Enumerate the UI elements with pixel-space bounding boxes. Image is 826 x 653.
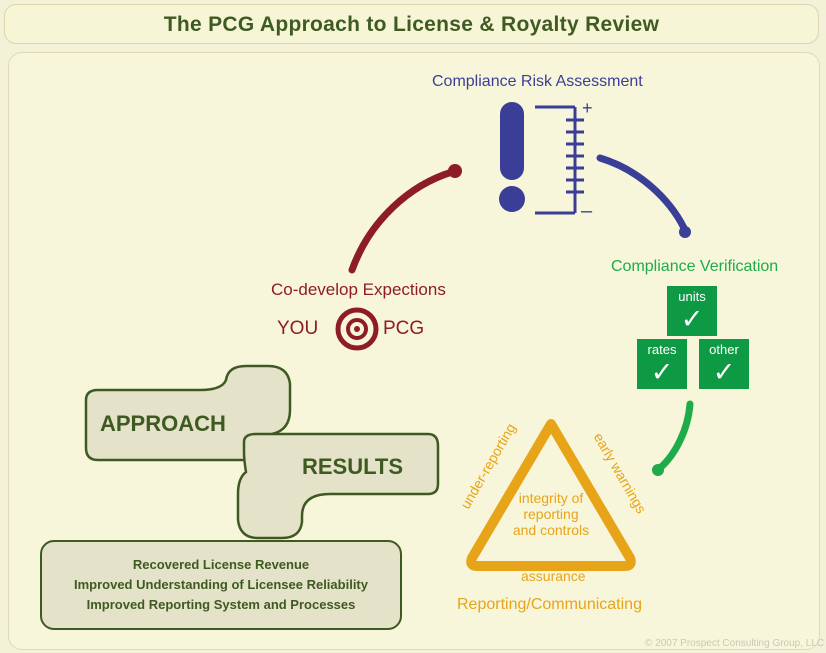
rates-box: rates ✓ bbox=[637, 339, 687, 389]
result-item: Improved Reporting System and Processes bbox=[86, 597, 356, 612]
codevelop-label: Co-develop Expections bbox=[271, 280, 446, 299]
pcg-label: PCG bbox=[383, 318, 425, 339]
diagram-title: The PCG Approach to License & Royalty Re… bbox=[163, 13, 660, 36]
units-check-icon: ✓ bbox=[680, 304, 704, 335]
risk-minus-sign: – bbox=[581, 200, 593, 222]
reporting-communicating-label: Reporting/Communicating bbox=[457, 596, 642, 613]
units-label: units bbox=[678, 289, 706, 304]
other-label: other bbox=[709, 342, 739, 357]
units-box: units ✓ bbox=[667, 286, 717, 336]
exclamation-bar bbox=[500, 102, 524, 180]
copyright-notice: © 2007 Prospect Consulting Group, LLC bbox=[645, 638, 825, 649]
verification-arrow bbox=[656, 400, 694, 472]
codevelop-arrow bbox=[348, 168, 456, 274]
risk-assessment-label: Compliance Risk Assessment bbox=[432, 73, 643, 90]
result-item: Improved Understanding of Licensee Relia… bbox=[73, 577, 368, 592]
triangle-center-line-3: and controls bbox=[512, 522, 590, 538]
triangle-center-line-1: integrity of bbox=[518, 490, 584, 506]
verification-arrow-head bbox=[652, 464, 664, 476]
risk-arrow bbox=[596, 154, 688, 232]
rates-label: rates bbox=[647, 342, 677, 357]
results-list-box: Recovered License Revenue Improved Under… bbox=[40, 540, 402, 630]
approach-label: APPROACH bbox=[100, 411, 226, 436]
reporting-triangle bbox=[466, 419, 636, 571]
results-arrow-shape bbox=[236, 432, 440, 540]
other-box: other ✓ bbox=[699, 339, 749, 389]
exclamation-dot bbox=[499, 186, 525, 212]
other-check-icon: ✓ bbox=[712, 357, 736, 388]
title-bar: The PCG Approach to License & Royalty Re… bbox=[4, 4, 819, 44]
codevelop-arrow-head bbox=[448, 164, 462, 178]
rates-check-icon: ✓ bbox=[650, 357, 674, 388]
verification-label: Compliance Verification bbox=[611, 258, 779, 275]
risk-plus-sign: + bbox=[582, 98, 593, 118]
triangle-center-line-2: reporting bbox=[523, 506, 579, 522]
risk-scale bbox=[535, 105, 584, 215]
results-label: RESULTS bbox=[302, 454, 404, 479]
triangle-center-text: integrity of reporting and controls bbox=[506, 490, 596, 538]
risk-arrow-head bbox=[679, 226, 691, 238]
you-label: YOU bbox=[277, 318, 319, 339]
result-item: Recovered License Revenue bbox=[132, 557, 310, 572]
target-icon bbox=[335, 307, 379, 351]
assurance-label: assurance bbox=[521, 568, 586, 584]
